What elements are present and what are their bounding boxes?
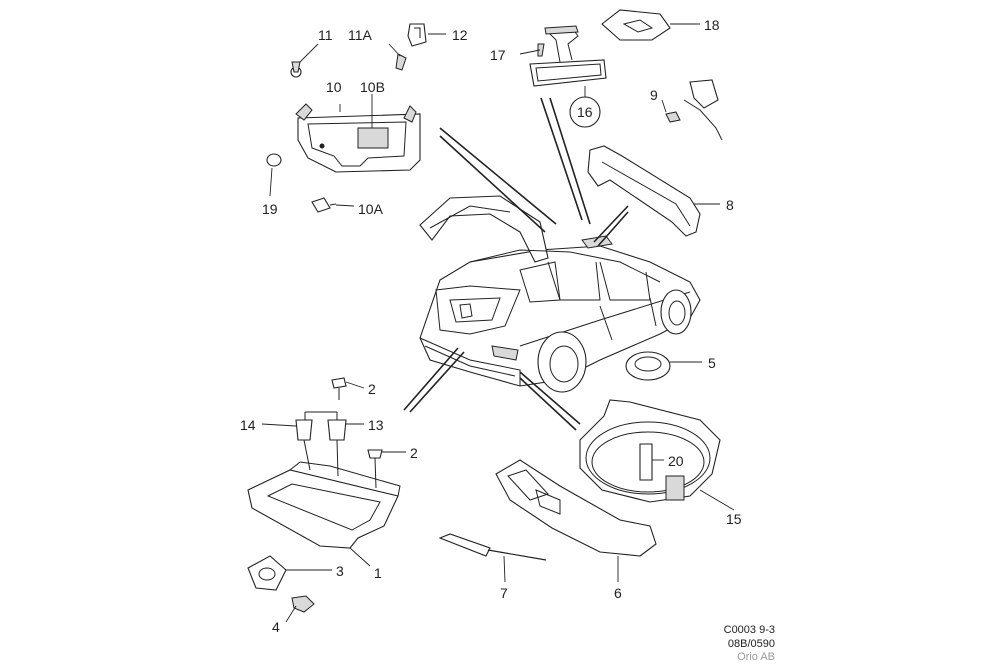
spacer-20 [639, 443, 653, 481]
car-pointer-lines [403, 97, 629, 431]
tool-tray [495, 459, 657, 557]
clip-14 [295, 419, 313, 441]
callout-4: 4 [272, 619, 280, 635]
mirror-group [529, 9, 671, 128]
reference-code: C0003 9-3 [723, 624, 775, 636]
bolt [291, 595, 315, 613]
luggage-floor-panel [247, 469, 399, 549]
gas-strut [438, 533, 491, 557]
lashing-eye [247, 555, 287, 591]
callout-3: 3 [336, 563, 344, 579]
clip-13 [327, 419, 347, 441]
callout-17: 17 [490, 47, 506, 63]
callout-11: 11 [318, 27, 333, 43]
leader-lines [261, 23, 735, 623]
callout-1: 1 [374, 565, 382, 581]
callout-11a: 11A [348, 27, 373, 43]
callout-19: 19 [262, 201, 278, 217]
visor-bulb [311, 197, 331, 213]
speaker [625, 351, 671, 381]
mirror-cover [601, 9, 671, 41]
callout-2-top: 2 [368, 381, 376, 397]
callout-20: 20 [668, 453, 684, 469]
callout-14: 14 [240, 417, 256, 433]
spare-wheel-group [579, 351, 721, 503]
callout-labels: 11 11A 12 10 10B 19 10A 17 16 18 9 8 5 2… [240, 17, 742, 635]
tool-tray-group [438, 459, 657, 561]
grab-handle [587, 145, 701, 237]
sun-visor-group [266, 23, 427, 213]
callout-9: 9 [650, 87, 658, 103]
floor-panel-group [247, 377, 401, 613]
callout-12: 12 [452, 27, 468, 43]
callout-10: 10 [326, 79, 342, 95]
grab-handle-group [587, 79, 723, 237]
callout-5: 5 [708, 355, 716, 371]
callout-2-right: 2 [410, 445, 418, 461]
callout-6: 6 [614, 585, 622, 601]
callout-8: 8 [726, 197, 734, 213]
car-illustration [419, 195, 701, 393]
callout-10b: 10B [360, 79, 385, 95]
callout-15: 15 [726, 511, 742, 527]
callout-10a: 10A [358, 201, 384, 217]
publisher-credit: Orio AB [737, 651, 775, 663]
visor-clip [266, 153, 282, 167]
callout-18: 18 [704, 17, 720, 33]
reference-number: 08B/0590 [727, 638, 775, 650]
callout-16: 16 [577, 104, 593, 120]
callout-7: 7 [500, 585, 508, 601]
callout-13: 13 [368, 417, 384, 433]
